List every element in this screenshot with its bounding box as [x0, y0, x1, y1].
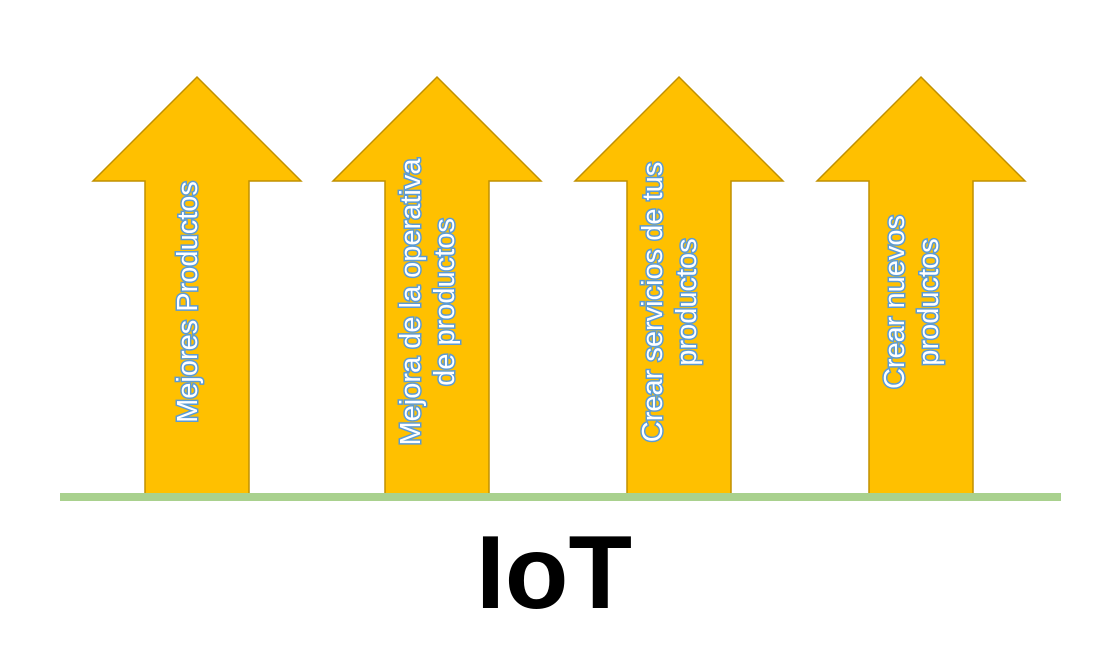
arrow-label: Crear nuevos [879, 215, 911, 389]
arrow-label: productos [913, 238, 945, 365]
arrow-label: Mejores Productos [172, 181, 204, 423]
arrow-label: Mejora de la operativa [395, 158, 427, 446]
iot-title: IoT [476, 515, 632, 631]
arrow-label: productos [671, 238, 703, 365]
arrow-label: Crear servicios de tus [637, 162, 669, 442]
arrow-1: Mejores Productos [91, 75, 303, 495]
arrow-label: de productos [429, 218, 461, 386]
baseline [60, 493, 1061, 501]
